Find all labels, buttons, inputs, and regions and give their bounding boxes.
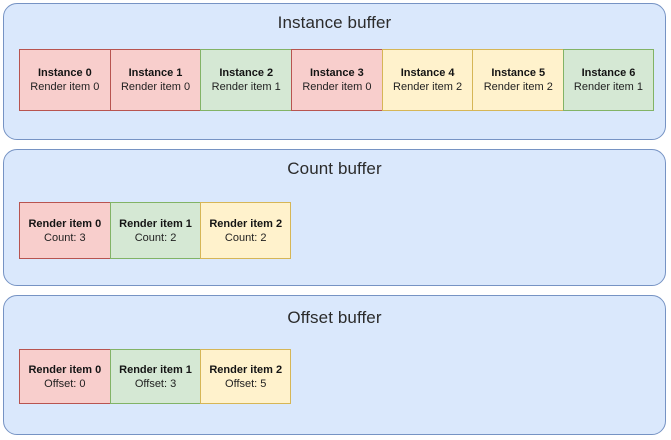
buffer-cell-subtitle: Count: 2	[224, 231, 267, 244]
buffer-cell-title: Render item 2	[209, 217, 283, 230]
buffer-cell-subtitle: Offset: 0	[44, 377, 86, 390]
buffer-cell-title: Render item 0	[28, 363, 102, 376]
buffer-cell-subtitle: Render item 0	[120, 81, 191, 93]
buffer-cell-subtitle: Render item 1	[211, 81, 281, 93]
buffer-cell-title: Render item 1	[119, 217, 192, 230]
buffer-cell-subtitle: Render item 0	[30, 81, 100, 93]
count-buffer-title: Count buffer	[287, 159, 382, 178]
buffer-cell: Instance 0 Render item 0	[19, 49, 110, 111]
buffer-cell-title: Render item 1	[119, 363, 192, 376]
buffer-cell: Instance 2 Render item 1	[200, 49, 292, 111]
buffer-cell-subtitle: Render item 0	[302, 81, 372, 93]
buffer-cell-subtitle: Offset: 3	[134, 377, 177, 390]
buffer-cell-title: Instance 4	[400, 67, 455, 79]
buffer-cell-subtitle: Offset: 5	[225, 377, 267, 390]
buffer-cell-title: Instance 2	[219, 67, 274, 79]
buffer-cell-subtitle: Count: 2	[134, 231, 177, 244]
buffer-cell: Instance 6 Render item 1	[563, 49, 654, 111]
buffer-cell-subtitle: Count: 3	[44, 231, 86, 244]
buffer-cell: Instance 4 Render item 2	[381, 49, 473, 111]
buffer-cell-title: Instance 5	[491, 67, 546, 79]
buffer-cell-title: Instance 3	[310, 67, 364, 79]
instance-buffer-cell-row: Instance 0 Render item 0 Instance 1 Render …	[19, 49, 654, 111]
buffer-cell-title: Instance 0	[37, 67, 92, 79]
buffer-cell-subtitle: Render item 2	[483, 81, 553, 93]
buffer-cell-subtitle: Render item 2	[393, 81, 463, 93]
buffer-cell-subtitle: Render item 1	[573, 81, 644, 93]
buffer-cell-title: Instance 1	[128, 67, 183, 79]
buffer-cell: Instance 3 Render item 0	[291, 49, 382, 111]
buffer-cell: Instance 1 Render item 0	[109, 49, 201, 111]
buffer-cell: Instance 5 Render item 2	[472, 49, 564, 111]
buffer-cell-title: Render item 2	[209, 363, 283, 376]
buffer-cell-title: Render item 0	[28, 217, 102, 230]
offset-buffer-title: Offset buffer	[287, 308, 382, 327]
buffer-cell-title: Instance 6	[581, 67, 636, 79]
instance-buffer-title: Instance buffer	[277, 13, 392, 32]
